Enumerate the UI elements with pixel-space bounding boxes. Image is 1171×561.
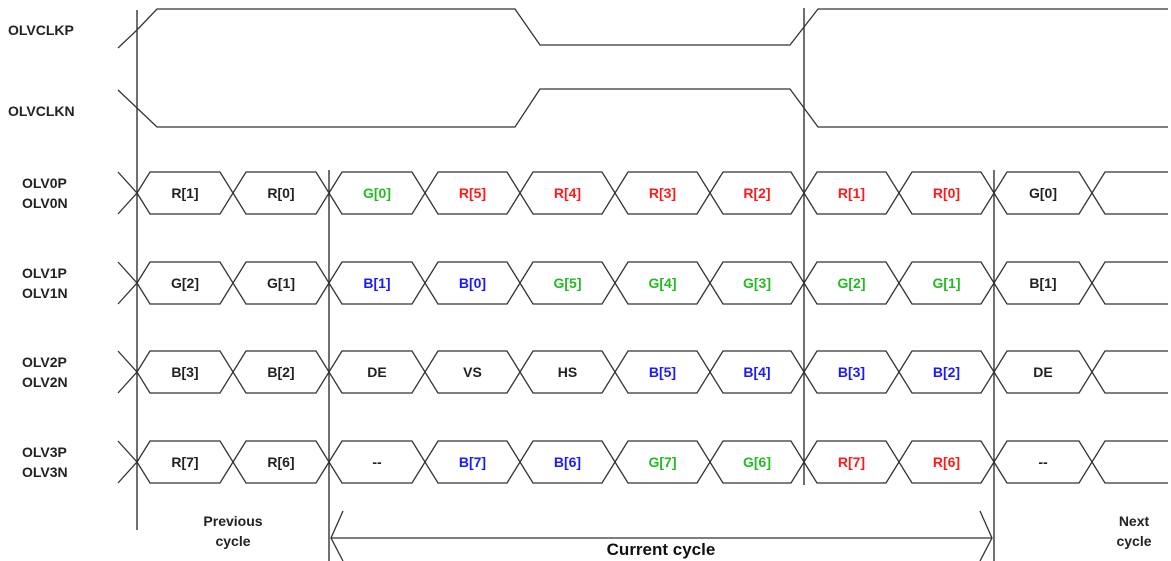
lane0-bottom-rail <box>117 191 1168 215</box>
lane3-cell: -- <box>372 454 382 470</box>
lane2-cell: DE <box>367 364 386 380</box>
lane2-p-label: OLV2P <box>22 354 67 370</box>
lane0-p-label: OLV0P <box>22 175 67 191</box>
lane2-top-rail <box>117 350 1168 374</box>
lane1-cell: B[1] <box>363 275 390 291</box>
lane0-cell: R[0] <box>933 185 960 201</box>
lane3-n-label: OLV3N <box>22 464 68 480</box>
lane0-cell: R[4] <box>554 185 581 201</box>
current-cycle-arrow <box>330 510 993 561</box>
lane2-cell: DE <box>1033 364 1052 380</box>
lane2-cell: B[4] <box>743 364 770 380</box>
lane2-cell: VS <box>463 364 482 380</box>
lane3-cell: G[6] <box>743 454 771 470</box>
lane1-bottom-rail <box>117 281 1168 305</box>
lane2-cell: B[2] <box>267 364 294 380</box>
lane2-cell: B[5] <box>649 364 676 380</box>
lane1-cell: G[1] <box>267 275 295 291</box>
lane0-cell: R[3] <box>649 185 676 201</box>
lane1-cell: G[2] <box>838 275 866 291</box>
lane3-cell: G[7] <box>649 454 677 470</box>
lane1-cell: G[5] <box>554 275 582 291</box>
lane0-top-rail <box>117 171 1168 195</box>
lane3-cell: R[7] <box>838 454 865 470</box>
lane1-p-label: OLV1P <box>22 265 67 281</box>
clock-p-waveform <box>117 8 1168 49</box>
lane3-bottom-rail <box>117 460 1168 484</box>
lane0-cell: R[1] <box>838 185 865 201</box>
lane2-cell: B[3] <box>171 364 198 380</box>
lane3-cell: B[6] <box>554 454 581 470</box>
lane0-cell: R[1] <box>171 185 198 201</box>
lane1-cell: G[4] <box>649 275 677 291</box>
lane1-top-rail <box>117 261 1168 285</box>
lane3-p-label: OLV3P <box>22 444 67 460</box>
lane2-cell: HS <box>558 364 577 380</box>
lane2-cell: B[2] <box>933 364 960 380</box>
next-cycle-caption-line1: Next <box>1119 513 1150 529</box>
lane0-cell: R[5] <box>459 185 486 201</box>
clock-n-waveform <box>117 88 1168 128</box>
lane1-cell: G[3] <box>743 275 771 291</box>
lane1-cell: B[0] <box>459 275 486 291</box>
clock-n-label: OLVCLKN <box>8 103 75 119</box>
lane3-cell: R[7] <box>171 454 198 470</box>
clock-p-label: OLVCLKP <box>8 22 74 38</box>
next-cycle-caption-line2: cycle <box>1116 533 1151 549</box>
lane0-n-label: OLV0N <box>22 195 68 211</box>
lane3-cell: R[6] <box>933 454 960 470</box>
lane3-top-rail <box>117 440 1168 464</box>
lane0-cell: R[2] <box>743 185 770 201</box>
previous-cycle-caption-line1: Previous <box>203 513 262 529</box>
lane2-bottom-rail <box>117 370 1168 394</box>
lane1-cell: B[1] <box>1029 275 1056 291</box>
lane3-cell: B[7] <box>459 454 486 470</box>
data-lanes: R[1] R[0] G[0] R[5] R[4] R[3] R[2] R[1] R[0] G[0]… <box>117 171 1168 484</box>
lane0-cell: G[0] <box>363 185 391 201</box>
lane1-cell: G[2] <box>171 275 199 291</box>
lane2-cell: B[3] <box>838 364 865 380</box>
lane0-cell: G[0] <box>1029 185 1057 201</box>
previous-cycle-caption-line2: cycle <box>215 533 250 549</box>
lane3-cell: R[6] <box>267 454 294 470</box>
lane1-n-label: OLV1N <box>22 285 68 301</box>
lane0-cell: R[0] <box>267 185 294 201</box>
current-cycle-caption: Current cycle <box>607 540 716 559</box>
lane2-n-label: OLV2N <box>22 374 68 390</box>
lane3-cell: -- <box>1038 454 1048 470</box>
lane1-cell: G[1] <box>933 275 961 291</box>
